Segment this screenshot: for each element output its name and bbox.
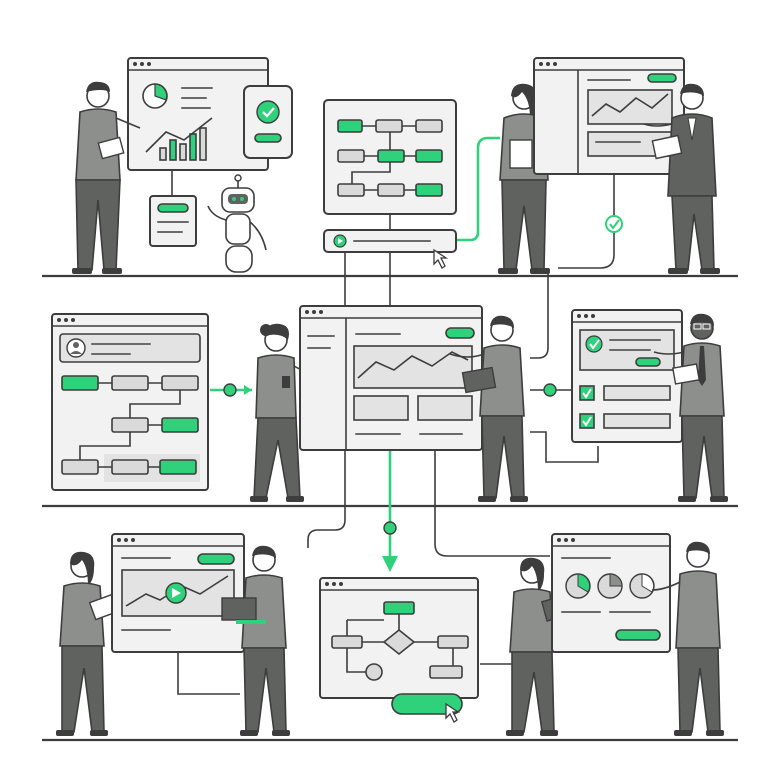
person-presenter-3 bbox=[643, 83, 720, 274]
robot-icon bbox=[207, 174, 267, 273]
person-presenter-8 bbox=[221, 545, 290, 736]
avatar-icon bbox=[66, 338, 86, 358]
person-presenter-5 bbox=[449, 315, 528, 502]
central-dashboard-board bbox=[299, 305, 483, 451]
pie-charts-board bbox=[551, 533, 671, 653]
analytics-board bbox=[127, 57, 269, 171]
bar-chart-icon bbox=[145, 117, 213, 161]
pie-chart-icon bbox=[565, 573, 591, 599]
connector-lines bbox=[171, 136, 615, 695]
pie-chart-icon bbox=[629, 573, 655, 599]
pie-chart-icon bbox=[142, 83, 168, 109]
accent-markers bbox=[223, 383, 557, 572]
submit-pill bbox=[391, 693, 463, 715]
person-presenter-4 bbox=[250, 323, 325, 502]
cursor-icon bbox=[433, 248, 449, 269]
workflow-board-top bbox=[323, 99, 457, 215]
dashboard-board-top-right bbox=[533, 57, 685, 175]
flowchart-board bbox=[319, 577, 479, 699]
check-icon bbox=[605, 215, 623, 233]
person-presenter-7 bbox=[56, 551, 120, 736]
profile-workflow-board bbox=[51, 313, 209, 491]
play-icon bbox=[165, 582, 187, 604]
person-presenter-1 bbox=[72, 81, 141, 274]
play-progress-bar bbox=[323, 229, 457, 253]
task-card bbox=[149, 195, 197, 247]
pie-chart-icon bbox=[597, 573, 623, 599]
cursor-icon bbox=[445, 702, 461, 723]
person-presenter-6 bbox=[653, 313, 728, 502]
checklist-board bbox=[571, 309, 683, 443]
phone-check-card bbox=[243, 85, 293, 159]
video-board bbox=[111, 533, 245, 653]
person-presenter-10 bbox=[651, 541, 724, 736]
